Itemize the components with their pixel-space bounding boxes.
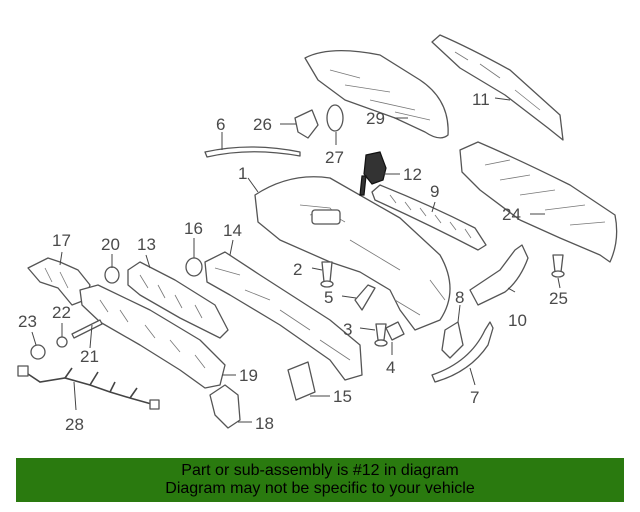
label-15: 15	[333, 387, 352, 406]
label-12: 12	[403, 165, 422, 184]
part-11-trim[interactable]	[431, 34, 564, 141]
banner-line-1: Part or sub-assembly is #12 in diagram	[181, 462, 459, 479]
label-18: 18	[255, 414, 274, 433]
label-4: 4	[386, 358, 395, 377]
banner-line-2: Diagram may not be specific to your vehi…	[165, 480, 475, 497]
leader-lines	[31, 97, 561, 423]
part-24-diffuser[interactable]	[459, 141, 618, 263]
part-4-nut[interactable]	[385, 321, 405, 341]
part-7-strip[interactable]	[431, 321, 494, 383]
label-17: 17	[52, 231, 71, 250]
label-24: 24	[502, 205, 521, 224]
label-27: 27	[325, 148, 344, 167]
label-16: 16	[184, 219, 203, 238]
part-5-bracket[interactable]	[354, 284, 376, 311]
part-9-strip[interactable]	[371, 184, 487, 251]
part-20-grommet[interactable]	[104, 266, 120, 284]
part-29-diffuser[interactable]	[304, 50, 449, 139]
label-29: 29	[366, 109, 385, 128]
callout-labels: 1 2 3 4 5 6 7 8 9 10 11 12 13 14 15 16 1…	[18, 90, 568, 434]
part-26-clip[interactable]	[294, 109, 319, 139]
label-8: 8	[455, 288, 464, 307]
part-3-bolt[interactable]	[374, 323, 388, 347]
label-1: 1	[238, 164, 247, 183]
part-27-ring[interactable]	[326, 104, 344, 132]
part-25-bolt[interactable]	[551, 254, 565, 278]
part-2-bolt[interactable]	[320, 261, 334, 288]
label-23: 23	[18, 312, 37, 331]
label-3: 3	[343, 320, 352, 339]
label-19: 19	[239, 366, 258, 385]
label-5: 5	[324, 288, 333, 307]
part-16-grommet[interactable]	[185, 257, 203, 277]
label-28: 28	[65, 415, 84, 434]
label-21: 21	[80, 347, 99, 366]
part-8-corner[interactable]	[441, 321, 464, 359]
parts-diagram: 1 2 3 4 5 6 7 8 9 10 11 12 13 14 15 16 1…	[17, 34, 618, 434]
label-7: 7	[470, 388, 479, 407]
label-11: 11	[472, 90, 490, 109]
part-19-reinforcement[interactable]	[79, 284, 226, 389]
part-22-washer[interactable]	[56, 336, 68, 348]
label-26: 26	[253, 115, 272, 134]
part-28-wire-harness[interactable]	[17, 365, 160, 410]
label-6: 6	[216, 115, 225, 134]
label-2: 2	[293, 260, 302, 279]
label-13: 13	[137, 235, 156, 254]
part-23-nut[interactable]	[30, 344, 46, 360]
part-18-bracket[interactable]	[209, 384, 241, 429]
part-13-bracket[interactable]	[127, 261, 229, 339]
info-banner: Part or sub-assembly is #12 in diagram D…	[16, 458, 624, 502]
label-25: 25	[549, 289, 568, 308]
part-1-bumper-cover[interactable]	[254, 176, 451, 331]
part-6-trim[interactable]	[204, 146, 301, 158]
part-10-molding[interactable]	[469, 244, 529, 306]
part-21-pin[interactable]	[71, 319, 103, 339]
part-12-bracket[interactable]	[359, 151, 387, 196]
label-20: 20	[101, 235, 120, 254]
part-15-plate[interactable]	[287, 361, 316, 401]
label-14: 14	[223, 221, 242, 240]
label-22: 22	[52, 303, 71, 322]
label-10: 10	[508, 311, 527, 330]
part-14-absorber[interactable]	[204, 251, 363, 381]
label-9: 9	[430, 182, 439, 201]
